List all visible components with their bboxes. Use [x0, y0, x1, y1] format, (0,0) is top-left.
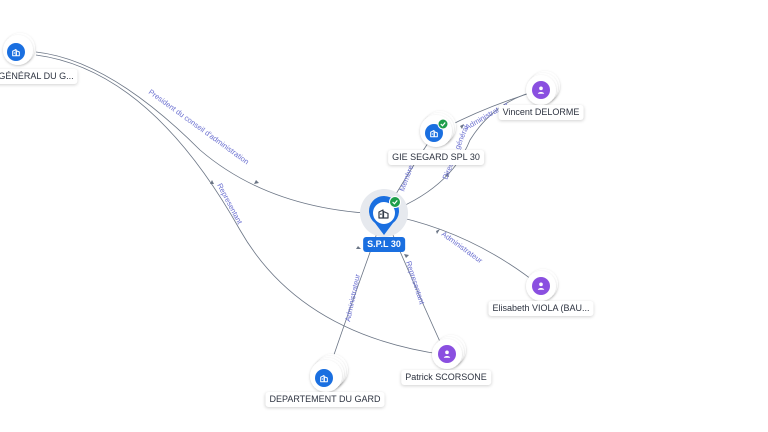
arrow-marker [210, 180, 214, 184]
node-center-spl30[interactable] [360, 189, 408, 237]
node-elisabeth-viola[interactable] [526, 269, 558, 301]
edge-label-president: President du conseil d'administration [147, 87, 251, 166]
node-label-departement-du-gard[interactable]: DEPARTEMENT DU GARD [265, 392, 385, 407]
node-vincent-delorme[interactable] [526, 71, 560, 105]
edge-label-membre: Membre [397, 164, 415, 193]
building-icon [378, 209, 389, 219]
edges-layer [35, 51, 541, 379]
edge-president [35, 51, 383, 215]
node-label-vincent-delorme[interactable]: Vincent DELORME [498, 105, 584, 120]
node-conseil-general[interactable] [3, 33, 35, 65]
edge-arrows [210, 124, 464, 258]
arrow-marker [436, 229, 440, 234]
arrow-marker [460, 124, 464, 129]
node-patrick-scorsone[interactable] [432, 335, 466, 369]
node-label-patrick-scorsone[interactable]: Patrick SCORSONE [401, 370, 491, 385]
node-label-center[interactable]: S.P.L 30 [363, 237, 405, 252]
arrow-marker [356, 246, 361, 249]
verified-check-icon [437, 118, 449, 130]
node-departement-du-gard[interactable] [310, 354, 348, 392]
edge-representant-left [35, 54, 447, 356]
node-label-gie-segard[interactable]: GIE SEGARD SPL 30 [388, 150, 484, 165]
verified-check-icon [389, 196, 401, 208]
edge-label-representant-left: Representant [215, 182, 245, 227]
arrow-marker [404, 254, 409, 258]
arrow-marker [445, 172, 449, 177]
edge-directeur [383, 89, 541, 215]
node-label-elisabeth-viola[interactable]: Elisabeth VIOLA (BAU... [488, 301, 594, 316]
edge-label-administrateur-elisabeth: Administrateur [440, 229, 485, 265]
node-gie-segard[interactable] [420, 111, 456, 147]
edge-label-administrateur-departement: Administrateur [343, 273, 362, 323]
arrow-marker [254, 180, 259, 184]
edge-label-representant-patrick: Representant [404, 260, 427, 306]
node-label-conseil-general[interactable]: GÉNÉRAL DU G... [0, 69, 78, 84]
